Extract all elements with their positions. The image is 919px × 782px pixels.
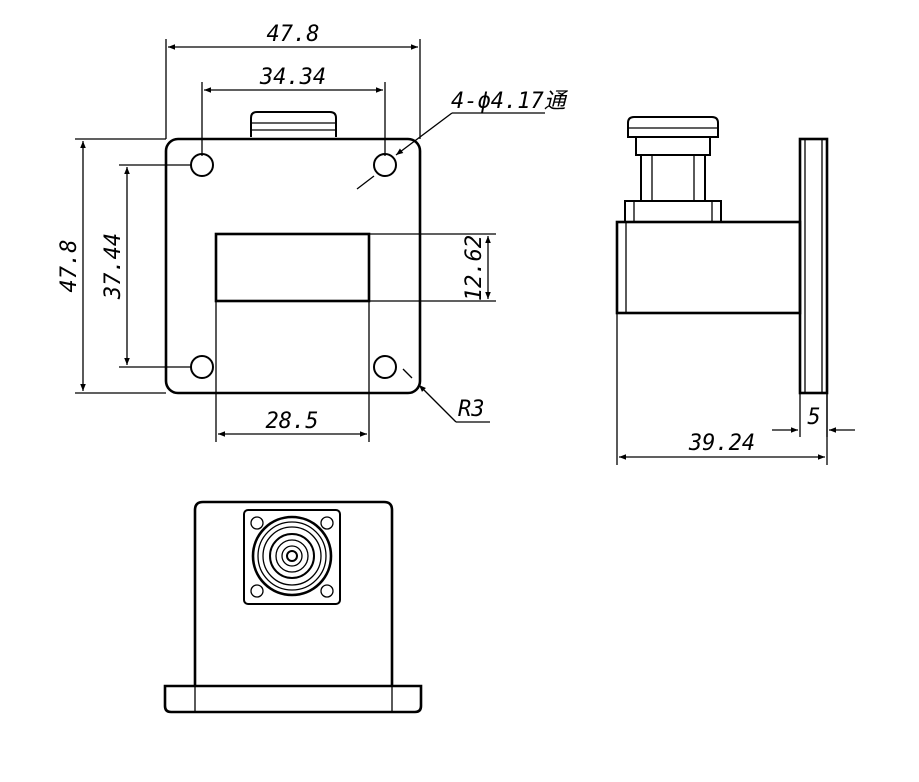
side-view bbox=[615, 116, 829, 395]
side-body bbox=[615, 220, 802, 315]
holes-note-label: 4-ϕ4.17通 bbox=[451, 89, 569, 114]
holes-leader: 4-ϕ4.17通 bbox=[356, 89, 569, 190]
dim-flange-thickness: 5 bbox=[772, 393, 855, 437]
dim-overall-length: 39.24 bbox=[616, 313, 828, 465]
dim-slot-height-label: 12.62 bbox=[462, 235, 487, 301]
mounting-hole-bl bbox=[190, 355, 214, 379]
dim-hole-spacing-h: 34.34 bbox=[201, 65, 386, 156]
top-flange bbox=[163, 684, 423, 714]
side-flange bbox=[798, 137, 829, 395]
dim-overall-length-label: 39.24 bbox=[688, 431, 755, 456]
mounting-hole-tr bbox=[373, 153, 397, 177]
dim-hole-spacing-v-label: 37.44 bbox=[101, 233, 126, 300]
dim-slot-width: 28.5 bbox=[215, 301, 370, 442]
dim-slot-width-label: 28.5 bbox=[266, 409, 319, 434]
mounting-hole-tl bbox=[190, 153, 214, 177]
mounting-hole-br bbox=[373, 355, 397, 379]
dim-flange-width: 47.8 bbox=[165, 22, 421, 139]
corner-radius-label: R3 bbox=[458, 397, 485, 422]
dim-hole-spacing-h-label: 34.34 bbox=[259, 65, 326, 90]
connector-pin bbox=[286, 550, 298, 562]
dim-flange-height-label: 47.8 bbox=[57, 240, 82, 293]
flange-outline bbox=[164, 137, 422, 395]
waveguide-slot bbox=[214, 232, 371, 303]
corner-radius-leader: R3 bbox=[402, 368, 490, 423]
top-view bbox=[163, 500, 423, 714]
connector-base bbox=[243, 509, 341, 605]
dim-hole-spacing-v: 37.44 bbox=[101, 164, 191, 368]
dim-flange-width-label: 47.8 bbox=[267, 22, 320, 47]
dim-slot-height: 12.62 bbox=[369, 233, 496, 302]
connector-ring-outer bbox=[251, 515, 333, 597]
dim-flange-thickness-label: 5 bbox=[807, 405, 820, 430]
dim-flange-height: 47.8 bbox=[57, 138, 166, 394]
front-view bbox=[164, 111, 422, 395]
